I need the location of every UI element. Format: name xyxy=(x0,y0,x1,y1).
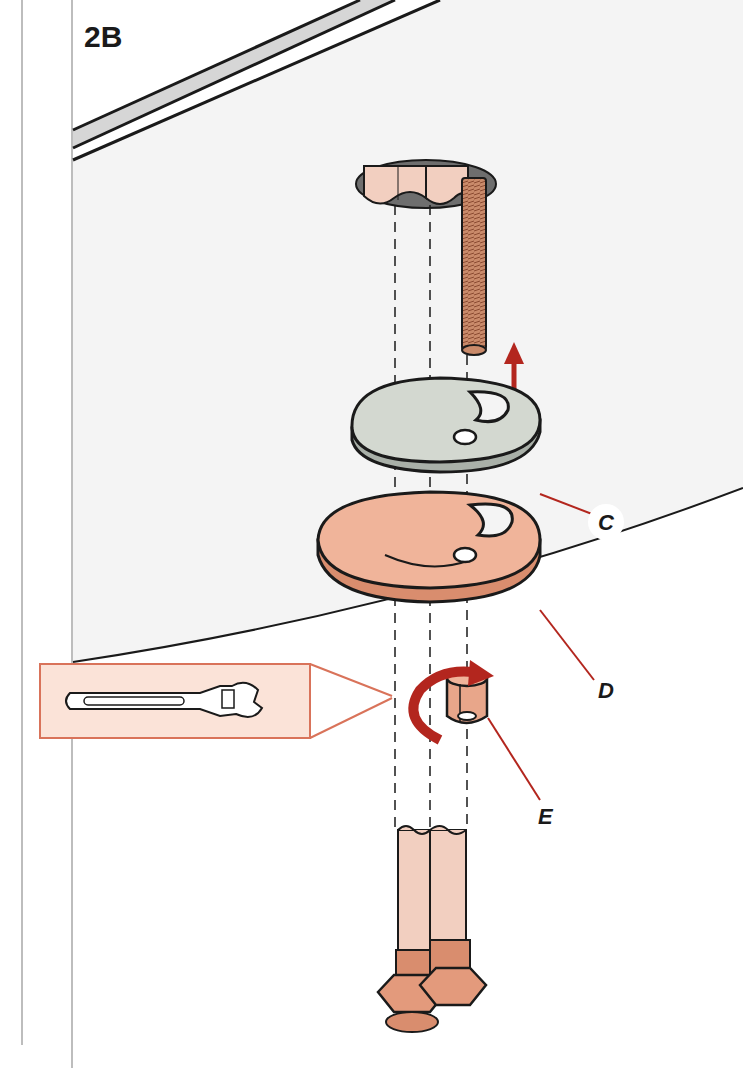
leader-line xyxy=(488,718,540,800)
part-label: C xyxy=(598,512,614,534)
pipe-line xyxy=(398,166,399,200)
supply-pipe-top xyxy=(364,166,426,204)
sink-edge xyxy=(73,488,743,662)
countertop-edge xyxy=(73,0,395,148)
leader-line xyxy=(540,610,594,680)
supply-hose xyxy=(430,830,466,950)
countertop-band xyxy=(73,0,395,148)
inset-leader xyxy=(310,664,392,696)
hose-cut xyxy=(398,826,466,834)
leader-line xyxy=(540,494,592,514)
hose-nut xyxy=(420,968,486,1005)
washer-d xyxy=(318,492,540,588)
tool-inset xyxy=(40,664,310,738)
countertop-edge xyxy=(73,0,440,160)
inset-leader xyxy=(310,698,392,738)
part-label: E xyxy=(538,806,553,828)
washer-hole xyxy=(454,548,476,562)
up-arrow-head xyxy=(504,342,524,364)
washer-c xyxy=(352,378,540,462)
nut-bore xyxy=(458,712,476,720)
washer-hole xyxy=(454,430,476,444)
rotation-arrow xyxy=(413,671,474,740)
threaded-rod xyxy=(462,178,486,350)
sink-underside xyxy=(73,0,743,662)
wrench-slot xyxy=(84,697,184,705)
step-title: 2B xyxy=(84,22,122,52)
label-patch xyxy=(588,504,624,540)
frame-line xyxy=(71,0,73,1068)
supply-hose xyxy=(398,830,430,950)
frame-line xyxy=(21,0,23,1045)
hose-nut-base xyxy=(386,1012,438,1032)
countertop-edge xyxy=(73,0,360,130)
threaded-rod xyxy=(462,345,486,355)
part-label: D xyxy=(598,680,614,702)
wrench-screw xyxy=(222,690,234,708)
rotation-arrow-head xyxy=(468,660,494,686)
wrench-icon xyxy=(66,683,262,717)
